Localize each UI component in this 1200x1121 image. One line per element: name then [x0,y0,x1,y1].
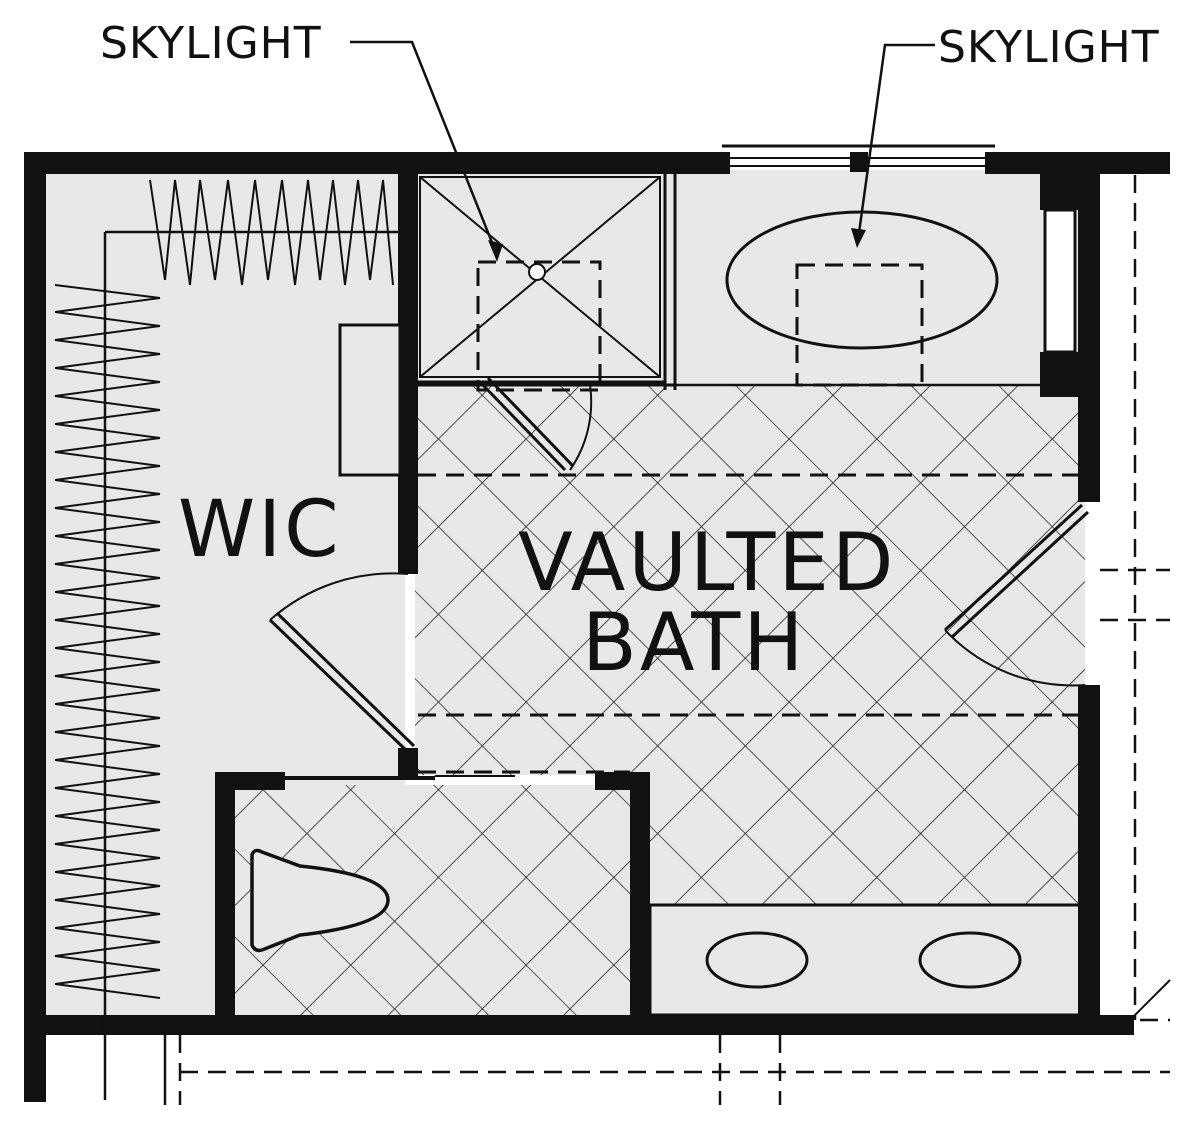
room-label-bath: BATH [582,596,806,689]
room-label-wic: WIC [178,485,342,575]
right-wall-lower [1078,685,1100,1025]
wic-door [268,572,416,754]
entry-door [943,503,1090,687]
room-label-vaulted: VAULTED [518,516,896,609]
bottom-wall [24,1015,1134,1035]
shower-drain [528,263,546,281]
shower [413,170,677,390]
shower-floor [415,170,675,385]
bath-tile-floor [415,385,1085,775]
skylight-left-leader [350,40,499,256]
skylights [476,260,924,392]
top-wall-right [985,152,1170,174]
closet-shelving [54,179,402,1100]
walls [24,152,1170,1102]
right-wall-upper [1078,152,1100,502]
toilet-bowl [250,848,390,953]
shower-door [478,376,593,472]
exterior-lines [163,175,1171,1105]
wc-right-wall [630,772,650,1022]
top-wall-left [24,152,730,174]
floor-areas [45,170,1087,1020]
vanity-sinks [705,931,1022,989]
skylight-right-outline [795,263,924,387]
tub-end-block-bottom [1040,352,1080,397]
skylight-right-label: SKYLIGHT [938,22,1160,73]
wic-bath-wall [398,152,418,574]
closet-bench [338,323,402,477]
callout-leaders [350,40,935,262]
vault-lines [418,473,1078,774]
skylight-left-outline [476,260,602,392]
left-wall [24,152,46,1102]
tub-end-block-top [1040,170,1080,210]
sink-left [705,931,809,989]
bath-lower-tile-floor [645,775,1085,905]
hanging-clothes-top [149,179,394,286]
skylight-right-leader [856,43,935,241]
toilet [250,848,390,953]
window [722,144,995,172]
sink-right [918,931,1022,989]
hanging-clothes-left [54,284,161,999]
wc-door [285,775,515,780]
skylight-left-label: SKYLIGHT [100,18,322,69]
wic-bath-wall-stub [398,748,418,778]
tub-end-panel [1043,208,1077,354]
wc-left-wall [215,772,235,1022]
